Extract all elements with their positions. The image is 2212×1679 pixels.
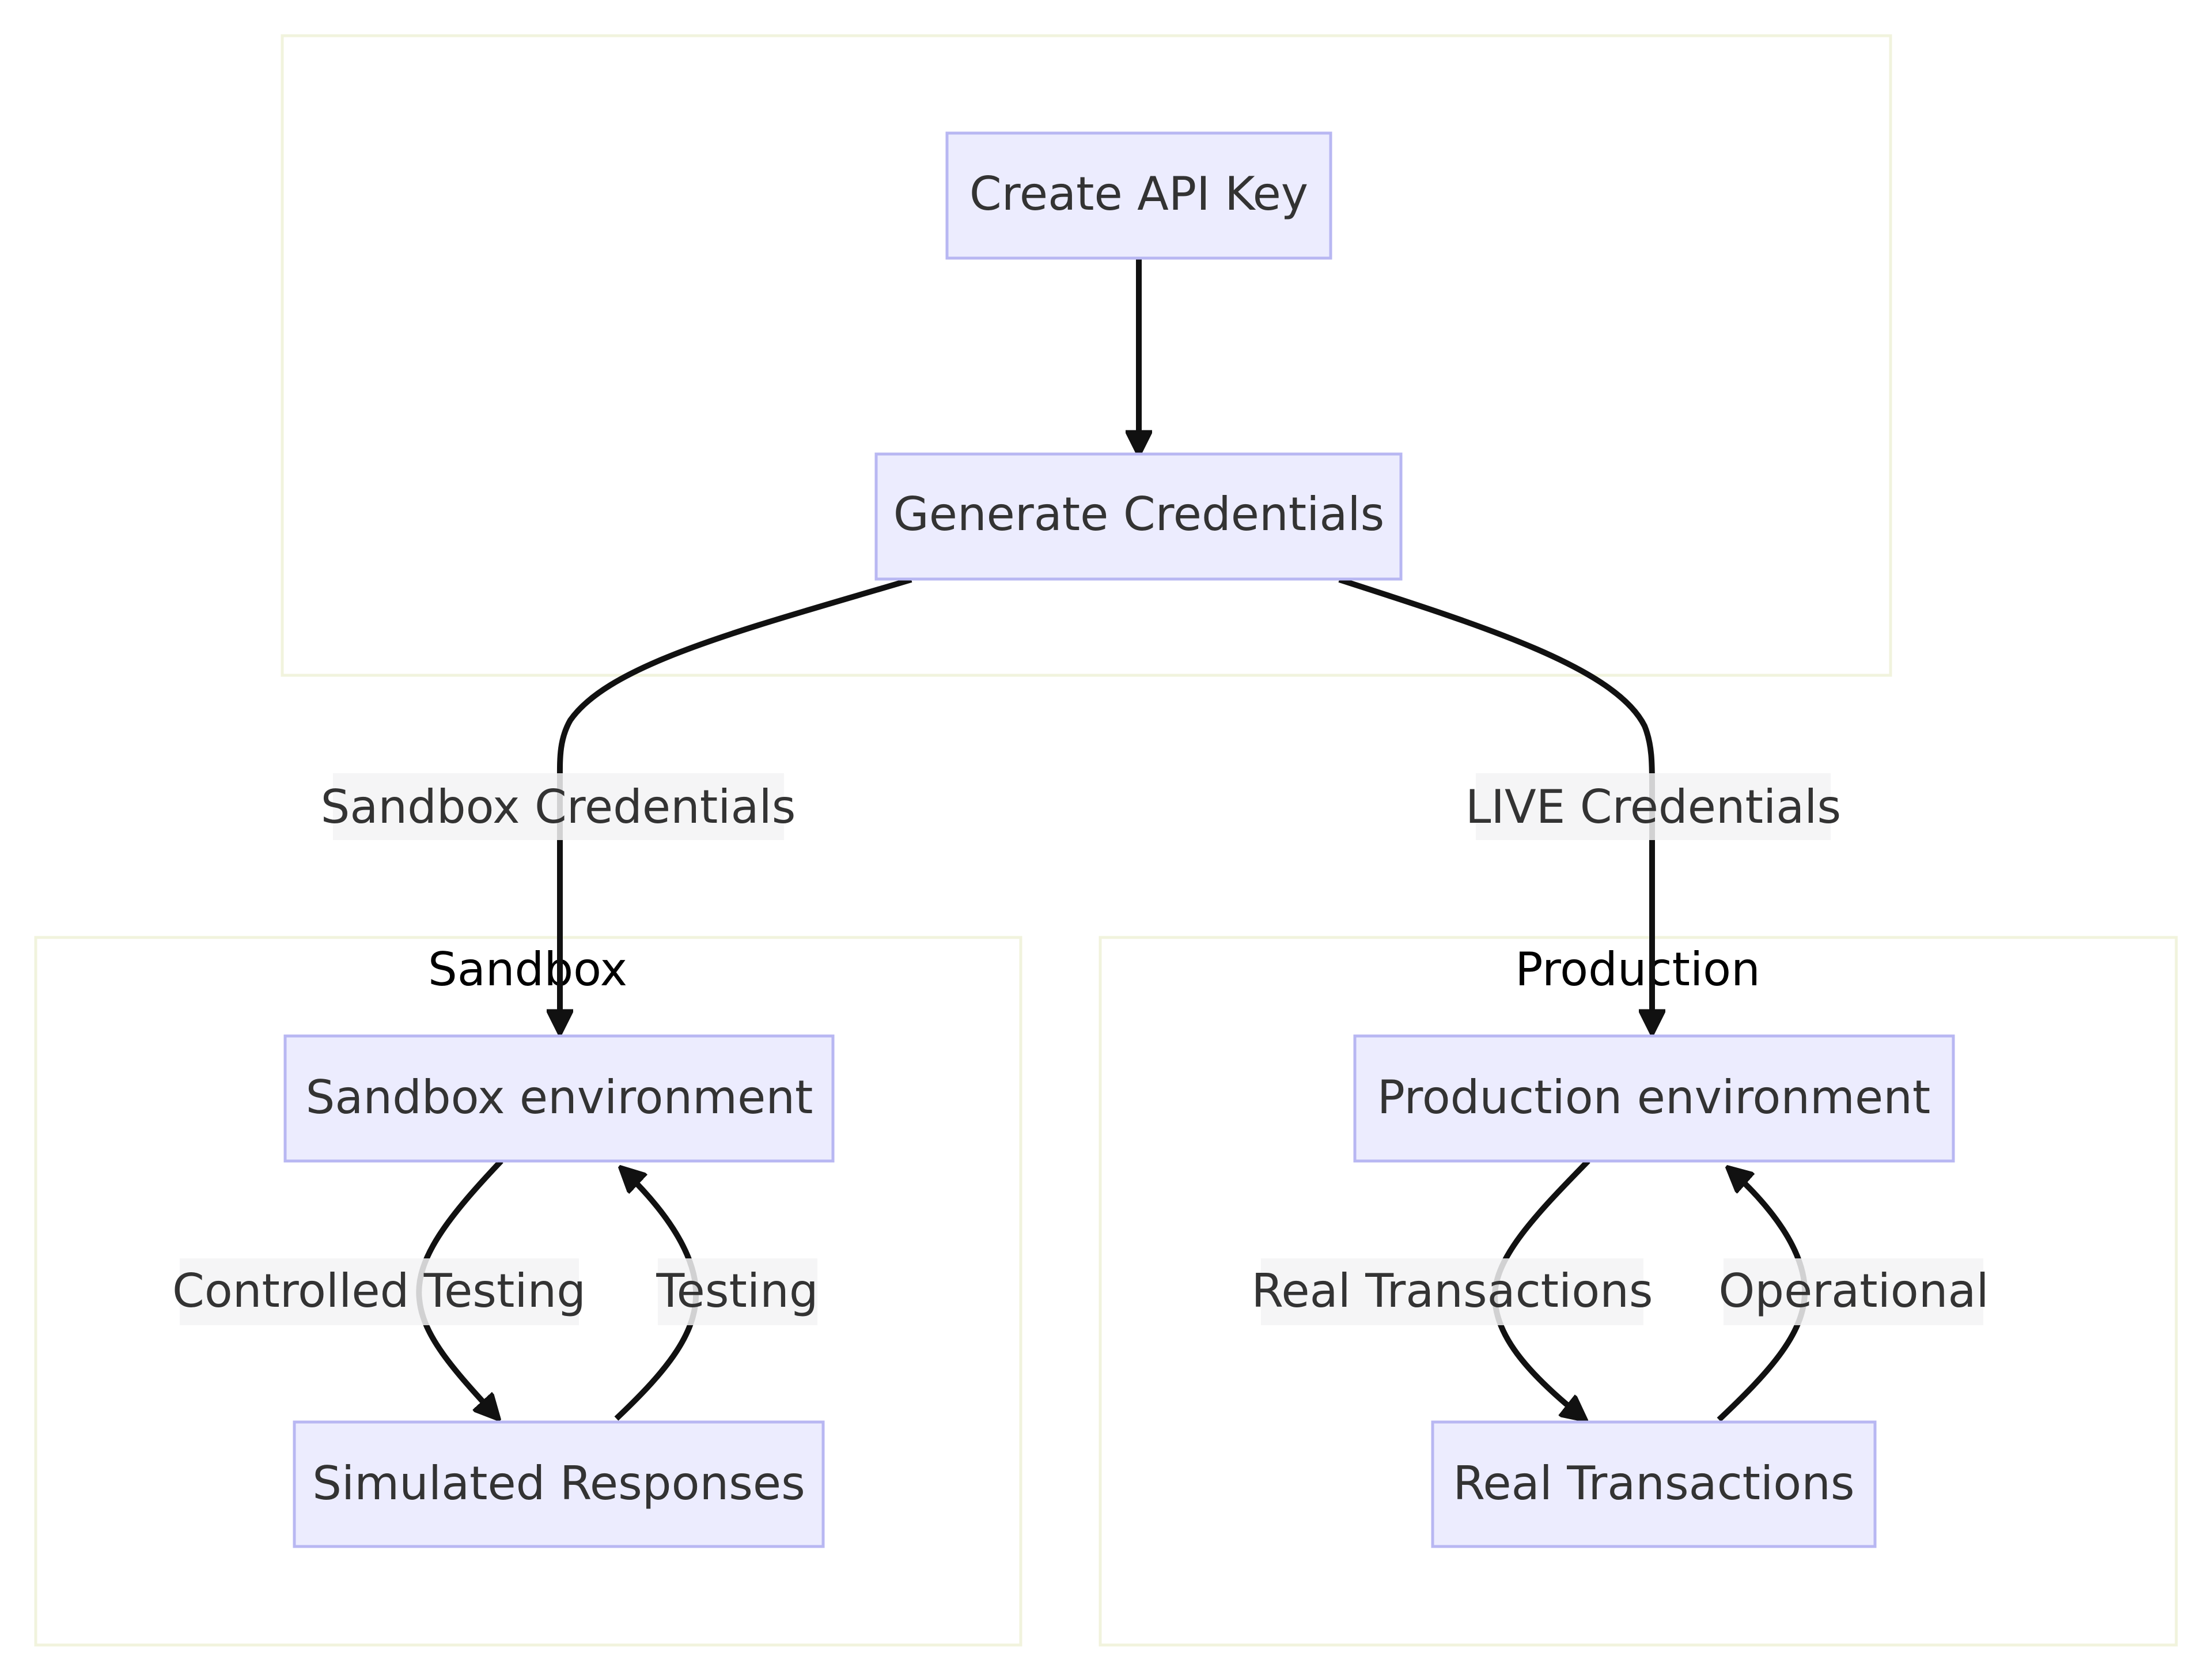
- edge-label-controlled-testing: Controlled Testing: [172, 1258, 586, 1325]
- node-sandbox-environment-label: Sandbox environment: [306, 1071, 813, 1124]
- cluster-production-label: Production: [1515, 943, 1760, 996]
- edge-label-sandbox-credentials-text: Sandbox Credentials: [321, 780, 796, 834]
- edge-generate-to-production: [1338, 577, 1652, 1033]
- edge-label-sandbox-credentials: Sandbox Credentials: [321, 773, 796, 840]
- node-generate-credentials[interactable]: Generate Credentials: [874, 452, 1403, 581]
- node-simulated-responses[interactable]: Simulated Responses: [293, 1420, 825, 1548]
- node-create-api-key-label: Create API Key: [969, 167, 1308, 221]
- node-real-transactions-label: Real Transactions: [1453, 1457, 1854, 1510]
- edge-label-live-credentials-text: LIVE Credentials: [1465, 780, 1841, 834]
- node-production-environment[interactable]: Production environment: [1353, 1034, 1955, 1163]
- edge-generate-to-sandbox: [560, 577, 912, 1033]
- node-production-environment-label: Production environment: [1377, 1071, 1931, 1124]
- edge-label-live-credentials: LIVE Credentials: [1465, 773, 1841, 840]
- node-generate-credentials-label: Generate Credentials: [893, 487, 1385, 541]
- node-create-api-key[interactable]: Create API Key: [945, 131, 1332, 260]
- edge-label-operational: Operational: [1718, 1258, 1989, 1325]
- node-real-transactions[interactable]: Real Transactions: [1431, 1420, 1877, 1548]
- node-sandbox-environment[interactable]: Sandbox environment: [283, 1034, 835, 1163]
- cluster-sandbox-label: Sandbox: [428, 943, 627, 996]
- edge-label-operational-text: Operational: [1718, 1264, 1988, 1318]
- edge-label-testing-text: Testing: [656, 1264, 818, 1318]
- edge-label-real-transactions-text: Real Transactions: [1251, 1264, 1653, 1318]
- edge-label-testing: Testing: [656, 1258, 819, 1325]
- edge-label-real-transactions: Real Transactions: [1251, 1258, 1653, 1325]
- node-simulated-responses-label: Simulated Responses: [312, 1457, 805, 1510]
- edge-label-controlled-testing-text: Controlled Testing: [172, 1264, 586, 1318]
